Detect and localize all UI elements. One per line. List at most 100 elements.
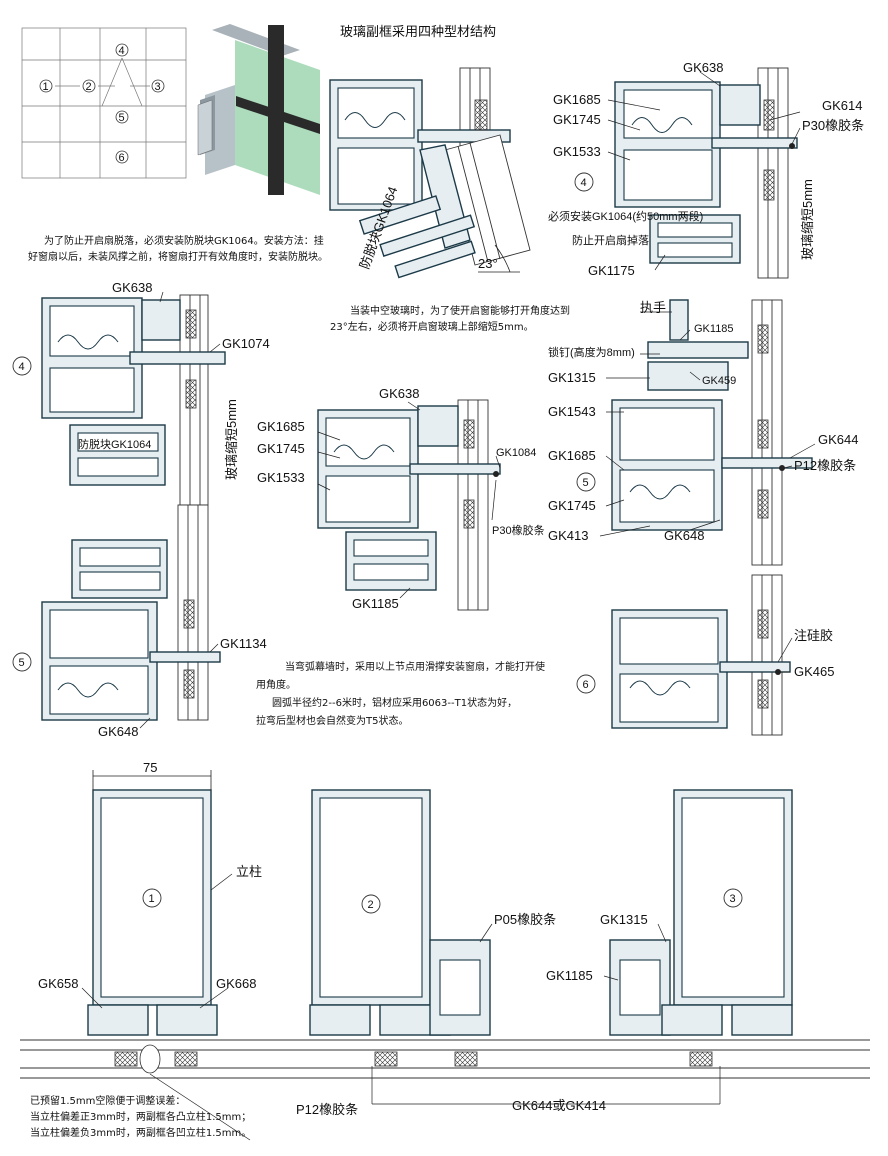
leader-gk413 [599,525,651,537]
leader-gk658 [81,987,103,1009]
leader-gk668 [199,987,229,1009]
note-tolerance-line1: 已预留1.5mm空隙便于调整误差： [30,1094,185,1107]
detail-5-right-handle [611,299,813,566]
svg-text:4: 4 [19,361,25,373]
marker-2-plan: 2 [361,894,381,914]
label-gk1074: GK1074 [222,336,270,351]
label-gk1543: GK1543 [548,404,596,419]
plan-glass-lines [20,1039,870,1079]
leader-gk648-d5 [689,519,721,531]
detail-center-gk1084 [317,399,501,611]
label-gk648-d5: GK648 [664,528,704,543]
label-gk1745-d5: GK1745 [548,498,596,513]
label-gk459: GK459 [702,375,736,387]
detail-open-sash [329,67,531,279]
label-gk668: GK668 [216,976,256,991]
note-tolerance-line3: 当立柱偏差负3mm时，两副框各凹立柱1.5mm。 [30,1126,251,1139]
label-gk1685-d5: GK1685 [548,448,596,463]
label-gk648-d5l: GK648 [98,724,138,739]
mullion-2 [309,789,491,1036]
leader-gk1745-d5 [605,499,625,507]
label-glass-short-d4l: 玻璃缩短5mm [224,399,239,480]
marker-4-top-right: 4 [574,172,594,192]
label-p30-d4: P30橡胶条 [802,118,864,133]
label-gk1745-center: GK1745 [257,441,305,456]
leader-gk1685-d5 [605,455,625,471]
svg-text:3: 3 [730,893,736,905]
svg-text:2: 2 [86,81,92,93]
label-gk1685-d4: GK1685 [553,92,601,107]
label-gk644-d5: GK644 [818,432,858,447]
label-gk1685-center: GK1685 [257,419,305,434]
label-gk1064-note: 必须安装GK1064(约50mm两段) [548,209,703,223]
label-gk1533-center: GK1533 [257,470,305,485]
label-gk658: GK658 [38,976,78,991]
grid-marker-5: 5 [115,110,129,124]
marker-4-left: 4 [12,356,32,376]
label-mullion: 立柱 [236,864,262,879]
svg-text:3: 3 [155,81,161,93]
svg-text:4: 4 [119,45,125,57]
label-gk638-center: GK638 [379,386,419,401]
note-curve-line1: 当弯弧幕墙时，采用以上节点用滑撑安装窗扇，才能打开使 [285,660,545,673]
label-glass-short-d4: 玻璃缩短5mm [800,179,815,260]
label-p12-plan: P12橡胶条 [296,1102,358,1117]
leader-gk1185-plan [603,975,619,981]
label-p30-center: P30橡胶条 [492,523,545,537]
marker-5-right: 5 [576,472,596,492]
label-gk638-d4: GK638 [683,60,723,75]
label-handle: 执手 [640,300,666,315]
note-antidrop-line1: 为了防止开启扇脱落，必须安装防脱块GK1064。安装方法：挂 [44,234,324,247]
leader-gk1685-center [317,431,341,441]
leader-gk638-center [407,401,421,411]
label-dim75: 75 [143,760,157,775]
label-gk465: GK465 [794,664,834,679]
sheet-title: 玻璃副框采用四种型材结构 [340,25,496,40]
leader-p30-center [491,479,497,521]
svg-text:5: 5 [119,112,125,124]
note-tolerance-line2: 当立柱偏差正3mm时，两副框各凸立柱1.5mm； [30,1110,251,1123]
leader-gk1315-plan [657,923,667,943]
label-angle-23: 23° [478,256,498,271]
label-p05: P05橡胶条 [494,912,556,927]
leader-p05 [479,923,493,943]
label-silicone: 注硅胶 [794,628,833,643]
leader-p12-d5 [783,465,793,469]
label-gk1134: GK1134 [220,636,267,651]
note-curve-line2: 用角度。 [256,678,296,691]
marker-5-left: 5 [12,652,32,672]
label-lock-pin: 锁钉(高度为8mm) [548,345,635,359]
leader-gk1185-center [399,587,411,599]
marker-6: 6 [576,674,596,694]
grid-marker-3: 3 [151,79,165,93]
detail-6-silicone [611,574,791,736]
note-curve-line4: 拉弯后型材也会自然变为T5状态。 [256,714,408,727]
leader-gk644-d5 [789,443,816,459]
leader-silicone [777,637,793,663]
grid-marker-6: 6 [115,150,129,164]
label-gk614: GK614 [822,98,862,113]
leader-mullion [210,873,233,891]
note-glass-short-line2: 23°左右，必须将开启窗玻璃上部缩短5mm。 [330,320,534,333]
svg-text:1: 1 [43,81,49,93]
leader-gk648-d5l [139,717,151,729]
leader-gk638-d4l [159,291,164,303]
leader-gk459 [689,371,701,381]
svg-text:1: 1 [149,893,155,905]
svg-text:5: 5 [19,657,25,669]
label-gk1185-plan: GK1185 [546,968,593,983]
svg-text:6: 6 [583,679,589,691]
label-gk1064-note2: 防止开启扇掉落 [572,233,649,247]
label-gk413: GK413 [548,528,588,543]
label-gk1315-plan: GK1315 [600,912,648,927]
label-gk1315-d5: GK1315 [548,370,596,385]
svg-text:6: 6 [119,152,125,164]
detail-4-leaders [607,71,801,271]
label-gk1533-d4: GK1533 [553,144,601,159]
leader-gk1533-center [317,483,331,491]
leader-gk1185-d5 [679,329,691,341]
svg-text:4: 4 [581,177,587,189]
leader-gk1084 [495,455,501,469]
detail-4-left [41,294,226,506]
